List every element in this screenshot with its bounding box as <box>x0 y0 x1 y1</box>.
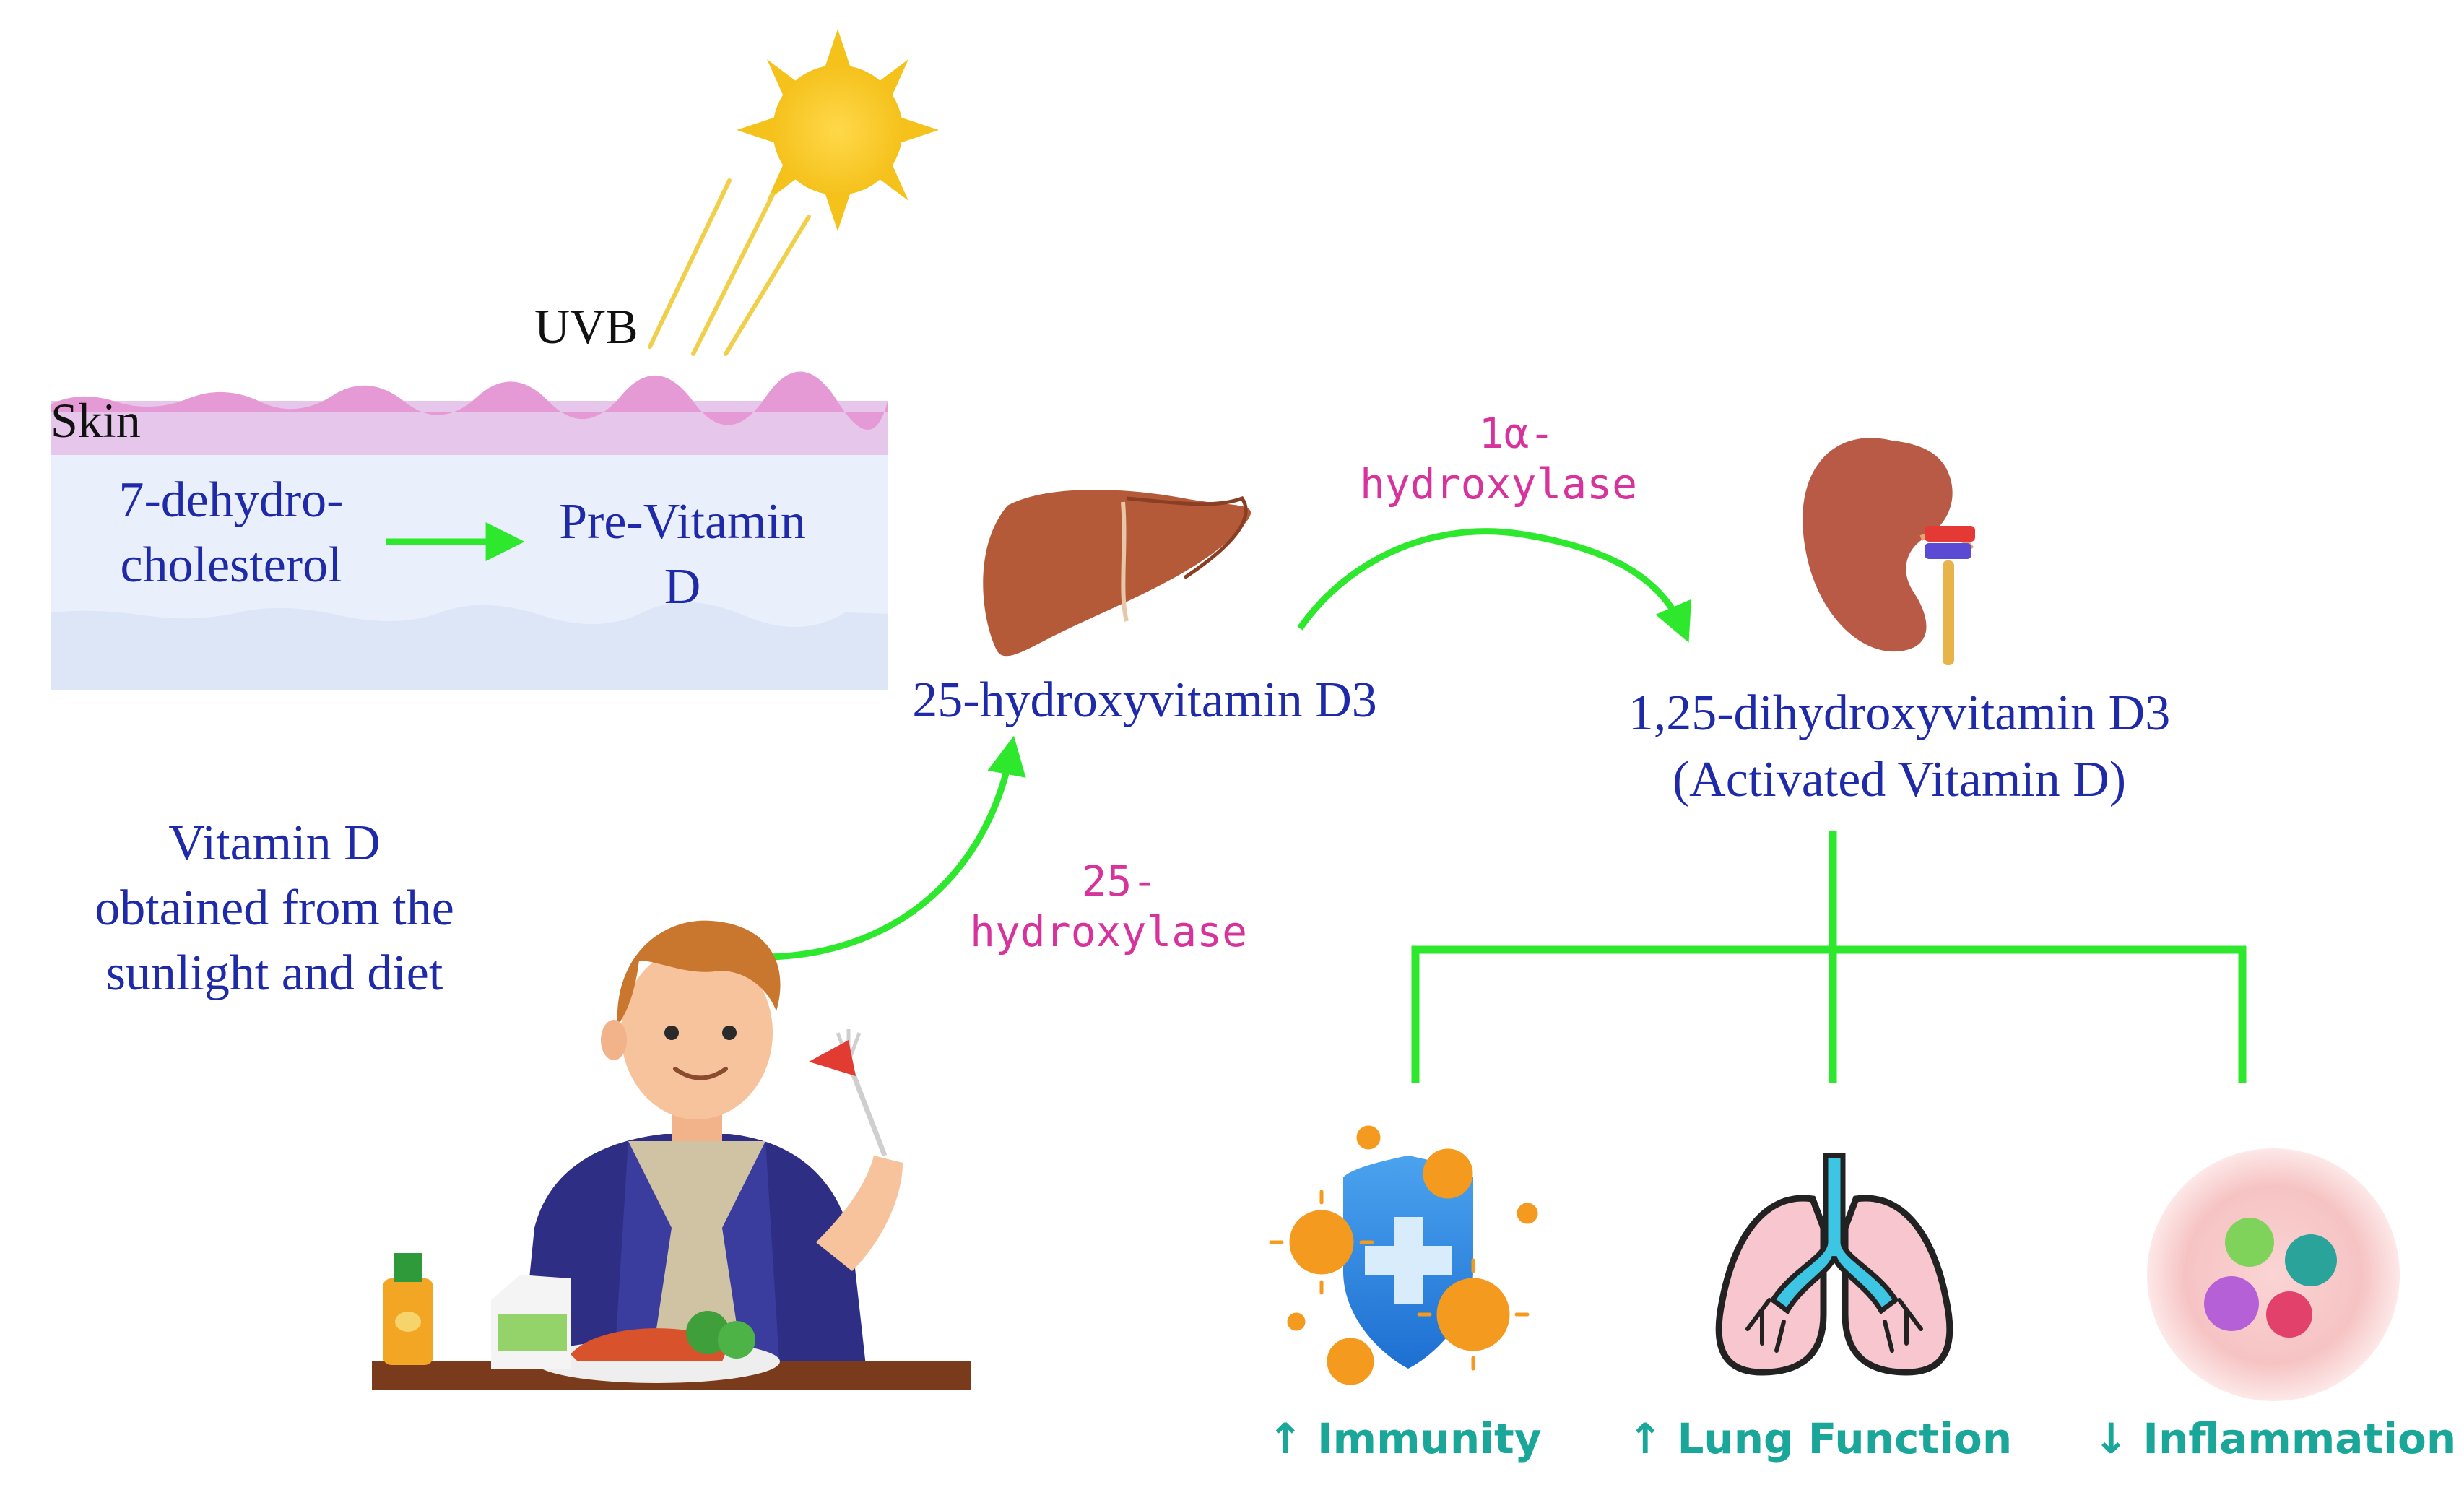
hydroxyvitamin-d3-label: 25-hydroxyvitamin D3 <box>912 672 1377 728</box>
effect-inflammation-text: Inflammation <box>2143 1414 2456 1463</box>
liver-icon <box>983 490 1251 657</box>
effects-branch-lines <box>1411 831 2247 1083</box>
twentyfive-hydroxylase-label-line1: 25- <box>1082 857 1158 906</box>
uvb-label: UVB <box>534 299 638 354</box>
kidney-icon <box>1803 438 1975 665</box>
uvb-rays <box>648 178 811 356</box>
effect-inflammation-label: ↓ Inflammation <box>2094 1414 2456 1463</box>
effect-lung-function-text: Lung Function <box>1677 1414 2012 1463</box>
person-eating-illustration <box>372 920 971 1390</box>
effect-immunity-label: ↑ Immunity <box>1267 1414 1541 1463</box>
sun-icon <box>737 29 939 231</box>
previtamin-d-label-line1: Pre-Vitamin <box>559 494 806 550</box>
source-label-line1: Vitamin D <box>168 815 380 871</box>
inflammation-cells-icon <box>2147 1148 2400 1401</box>
liver-to-kidney-arrow <box>1297 528 1692 643</box>
lungs-icon <box>1715 1153 1953 1376</box>
twentyfive-hydroxylase-label-line2: hydroxylase <box>970 907 1247 956</box>
dihydroxyvitamin-d3-label-line2: (Activated Vitamin D) <box>1673 752 2126 807</box>
previtamin-d-label-line2: D <box>664 559 701 615</box>
skin-layer <box>51 371 888 690</box>
dehydrocholesterol-label-line2: cholesterol <box>120 537 342 593</box>
effect-immunity-arrow: ↑ <box>1267 1414 1303 1463</box>
effect-immunity-text: Immunity <box>1317 1414 1541 1463</box>
dehydrocholesterol-label-line1: 7-dehydro- <box>118 472 343 528</box>
effect-inflammation-arrow: ↓ <box>2094 1414 2129 1463</box>
one-alpha-hydroxylase-label-line1: 1α- <box>1479 409 1555 458</box>
effect-lung-function-arrow: ↑ <box>1628 1414 1663 1463</box>
one-alpha-hydroxylase-label-line2: hydroxylase <box>1360 459 1637 508</box>
dihydroxyvitamin-d3-label-line1: 1,25-dihydroxyvitamin D3 <box>1628 685 2170 741</box>
source-label-line2: obtained from the <box>95 880 454 936</box>
effect-lung-function-label: ↑ Lung Function <box>1628 1414 2012 1463</box>
diet-to-liver-arrow <box>768 735 1026 961</box>
source-label-line3: sunlight and diet <box>106 945 443 1001</box>
skin-label: Skin <box>51 393 141 448</box>
immunity-shield-virus-icon <box>1269 1125 1538 1385</box>
